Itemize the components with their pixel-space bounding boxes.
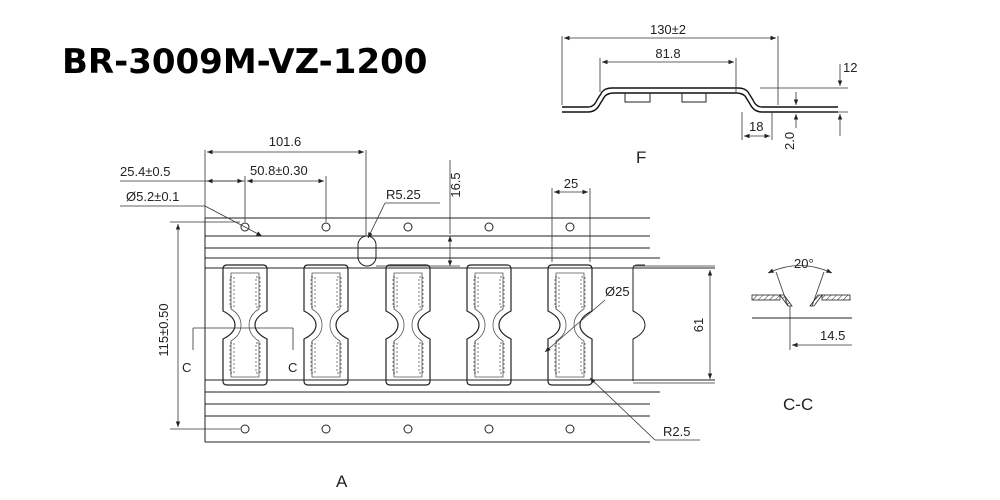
dim-r2-5: R2.5 — [663, 424, 690, 439]
mounting-hole — [403, 222, 413, 232]
dim-16-5: 16.5 — [448, 172, 463, 197]
mounting-hole — [565, 222, 575, 232]
section-view-label: C-C — [783, 395, 813, 414]
section-mark-left: C — [182, 360, 191, 375]
front-view-label: A — [336, 472, 348, 491]
dim-115: 115±0.50 — [156, 303, 171, 356]
dim-r5-25: R5.25 — [386, 187, 421, 202]
dim-18: 18 — [749, 119, 763, 134]
dim-12: 12 — [843, 60, 857, 75]
track-slot — [222, 264, 268, 386]
dim-2-0: 2.0 — [782, 132, 797, 150]
mounting-hole — [321, 222, 331, 232]
dim-slot-dia: Ø25 — [605, 284, 630, 299]
mounting-hole — [403, 424, 413, 434]
track-slot — [466, 264, 512, 386]
dim-14-5: 14.5 — [820, 328, 845, 343]
dim-hole-dia: Ø5.2±0.1 — [126, 189, 179, 204]
dim-101-6: 101.6 — [269, 134, 302, 149]
dim-130: 130±2 — [650, 22, 686, 37]
dim-50-8: 50.8±0.30 — [250, 163, 308, 178]
profile-view-label: F — [636, 148, 646, 167]
mounting-hole — [240, 424, 250, 434]
front-view: 101.6 25.4±0.5 50.8±0.30 Ø5.2±0.1 R5.25 … — [120, 134, 715, 491]
mounting-hole — [484, 222, 494, 232]
profile-view: 130±2 81.8 12 18 2.0 F — [561, 22, 857, 167]
dim-25: 25 — [564, 176, 578, 191]
dim-angle-20: 20° — [794, 256, 814, 271]
mounting-hole — [240, 222, 250, 232]
mounting-hole — [484, 424, 494, 434]
track-slot — [547, 264, 593, 386]
dim-25-4: 25.4±0.5 — [120, 164, 171, 179]
mounting-hole — [565, 424, 575, 434]
part-number-title: BR-3009M-VZ-1200 — [62, 42, 428, 82]
track-slot — [303, 264, 349, 386]
track-slot — [385, 264, 431, 386]
section-mark-right: C — [288, 360, 297, 375]
dim-61: 61 — [691, 318, 706, 332]
mounting-hole — [321, 424, 331, 434]
elongated-slot — [357, 235, 377, 267]
section-view: 20° 14.5 C-C — [751, 256, 852, 414]
dim-81-8: 81.8 — [655, 46, 680, 61]
